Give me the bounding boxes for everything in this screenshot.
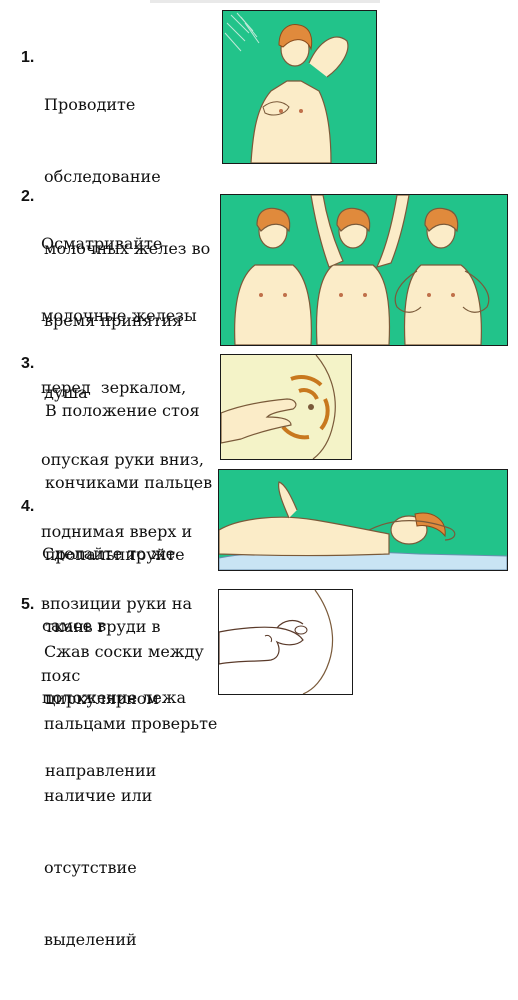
illustration-lying-exam	[218, 469, 508, 571]
mirror-exam-image	[234, 195, 490, 345]
step-text: Проводите обследование молочных желез во…	[44, 95, 211, 402]
nipple-squeeze-image	[219, 590, 334, 694]
step-number: 1.	[21, 49, 35, 66]
step-text: Сделайте то же самое в положение лежа	[42, 544, 187, 707]
palpation-image	[221, 355, 336, 459]
shower-exam-image	[224, 12, 349, 163]
water-spray	[224, 12, 260, 52]
illustration-shower-exam	[222, 10, 377, 164]
illustration-palpation-standing	[220, 354, 352, 460]
lying-exam-image	[219, 481, 507, 570]
illustration-nipple-squeeze	[218, 589, 353, 695]
step-number: 3.	[21, 355, 35, 372]
top-edge-fragment	[150, 0, 380, 3]
step-number: 2.	[21, 188, 35, 205]
step-text: Осматривайте молочные железы перед зерка…	[41, 234, 204, 685]
illustration-mirror-exam	[220, 194, 508, 346]
step-number: 4.	[21, 498, 35, 515]
step-text: Сжав соски между пальцами проверьте нали…	[44, 642, 218, 949]
step-number: 5.	[21, 596, 35, 613]
